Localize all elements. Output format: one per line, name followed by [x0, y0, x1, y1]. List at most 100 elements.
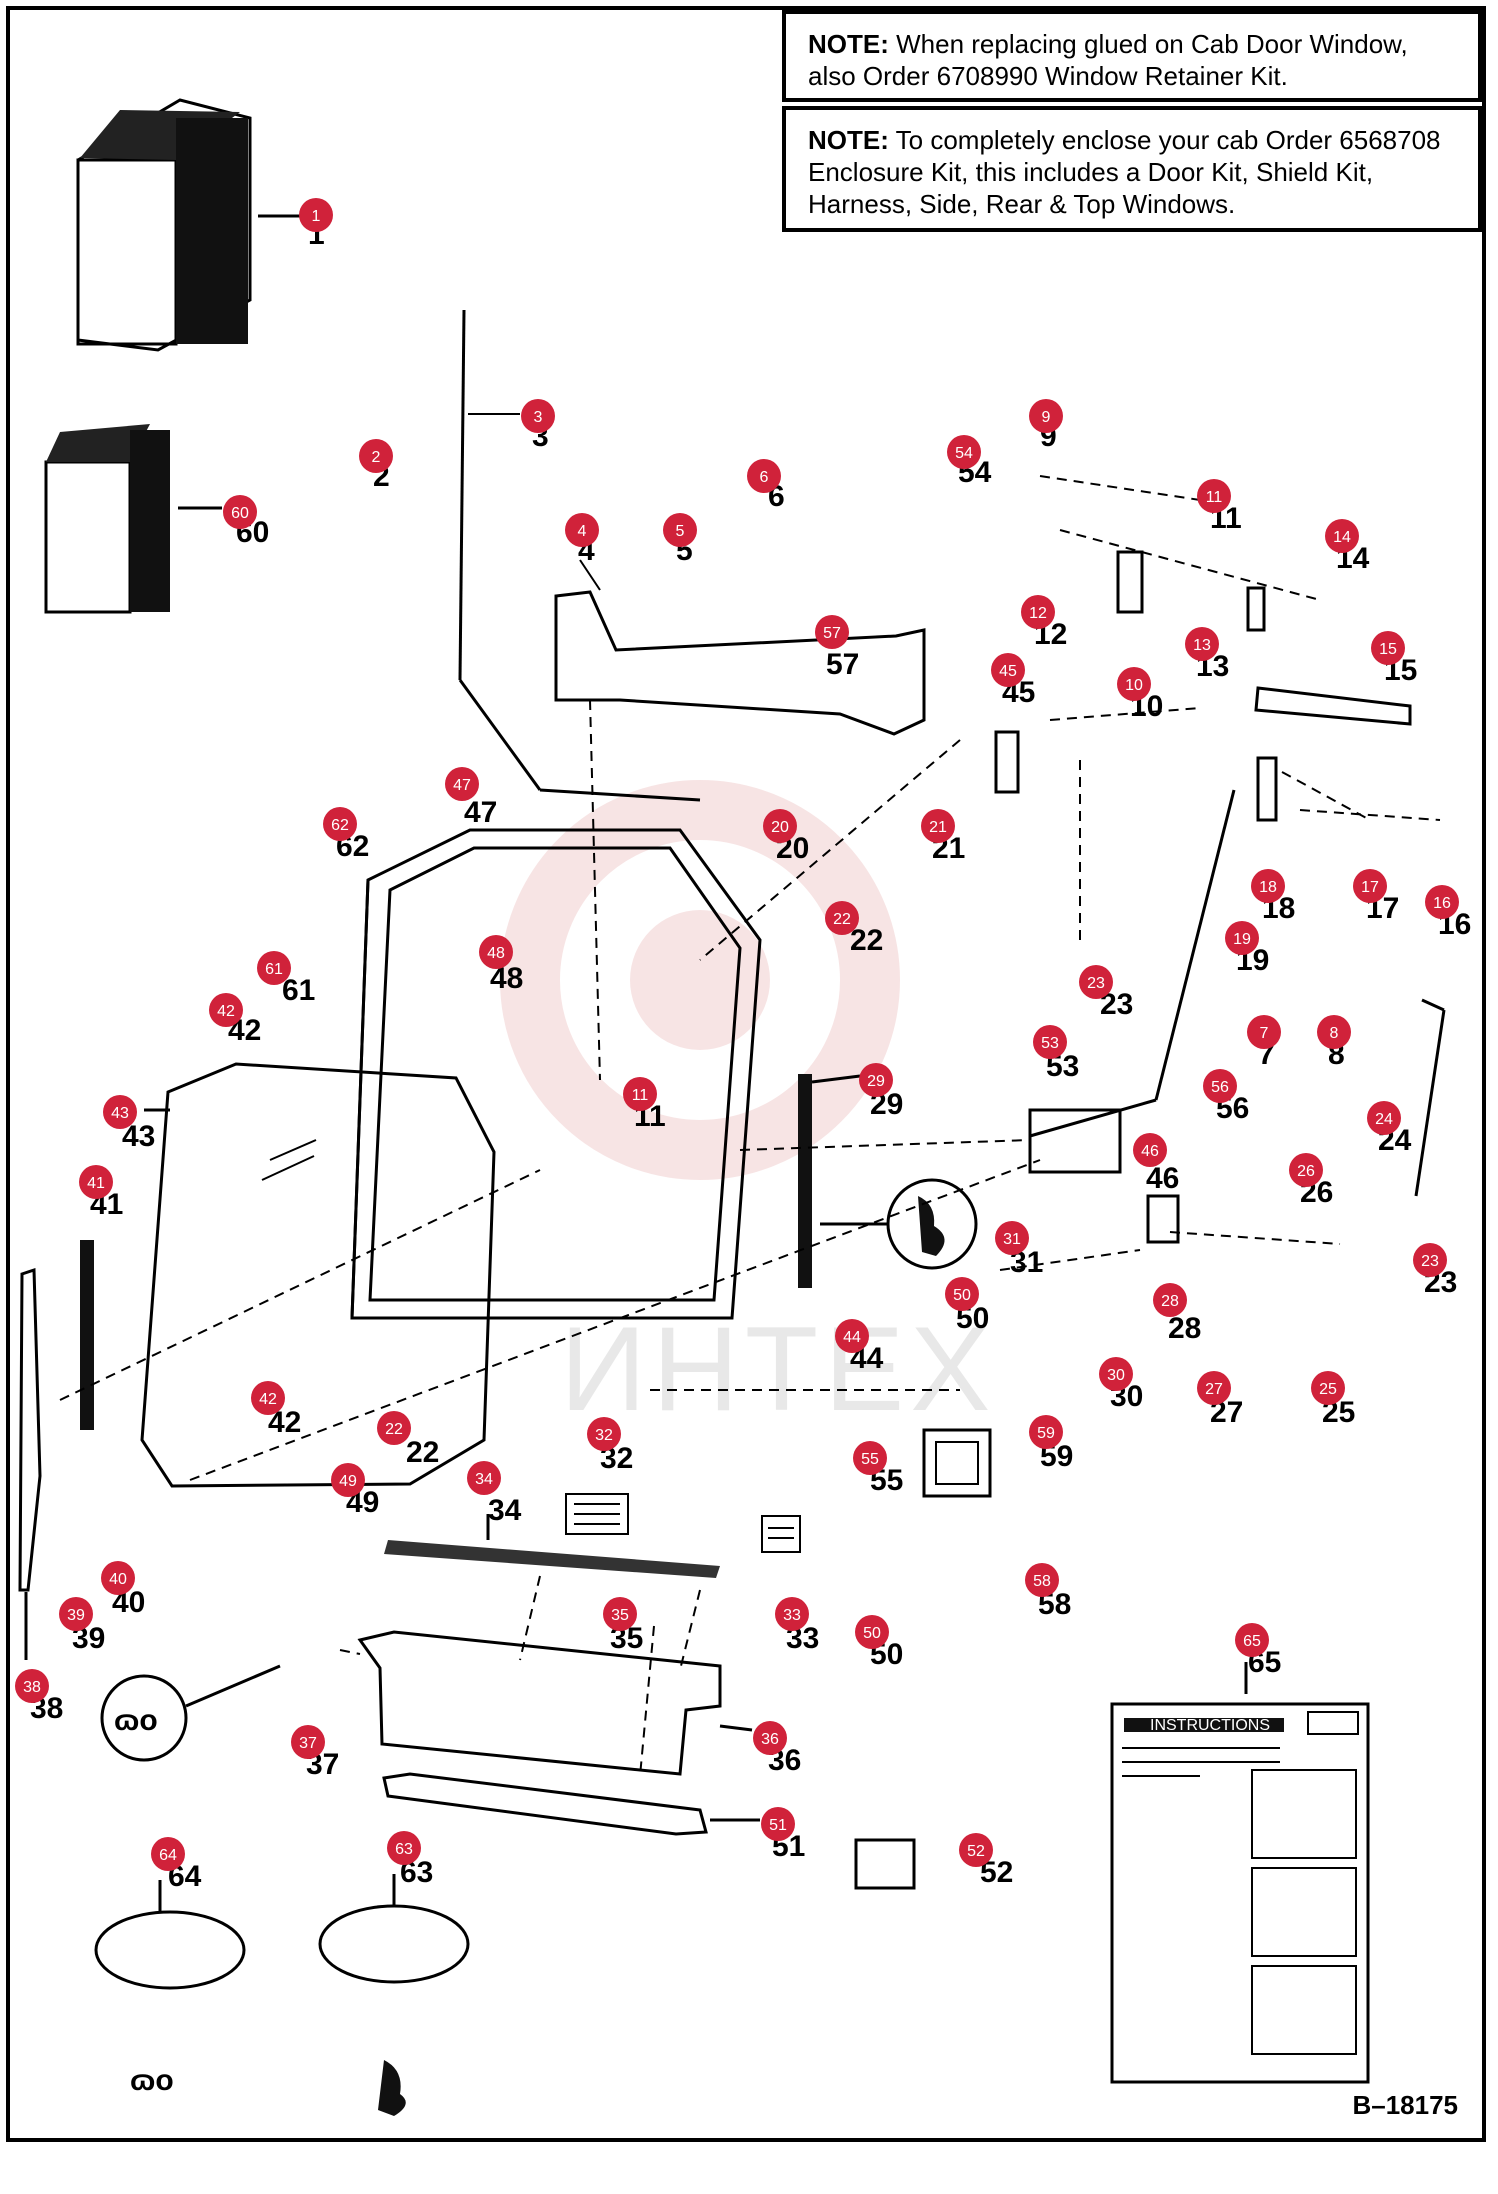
callout-badge	[445, 767, 479, 801]
rod-part-3	[458, 309, 701, 802]
wiper-arm-part-38	[18, 1267, 42, 1660]
note-text: When replacing glued on Cab Door Window,…	[808, 29, 1408, 91]
svg-text:ɷo: ɷo	[130, 2064, 174, 2097]
callout-badge	[59, 1597, 93, 1631]
callout-badge	[1289, 1153, 1323, 1187]
callout-badge-number: 9	[1042, 409, 1051, 426]
callout-badge-number: 17	[1361, 879, 1379, 896]
callout-labels: 1160602233445566575754549911111212454510…	[15, 198, 1471, 1893]
callout-badge	[1311, 1371, 1345, 1405]
callout-badge-number: 23	[1087, 975, 1105, 992]
callout-badge-number: 12	[1029, 605, 1047, 622]
callout-badge	[565, 513, 599, 547]
callout-badge-number: 37	[299, 1735, 317, 1752]
callout-badge-number: 60	[231, 505, 249, 522]
callout-4: 44	[565, 513, 599, 567]
seal-strip-part-29	[798, 1074, 978, 1288]
seal-coil-part-64: ɷo	[94, 1880, 246, 2097]
callout-badge-number: 57	[823, 625, 841, 642]
callout-6: 66	[747, 459, 785, 513]
callout-badge-number: 51	[769, 1817, 787, 1834]
wiper-blade-part-41	[80, 1240, 94, 1430]
door-kit-box-part-60	[44, 424, 222, 614]
callout-badge	[1413, 1243, 1447, 1277]
seal-coil-part-63	[318, 1874, 470, 2116]
callout-badge	[959, 1833, 993, 1867]
callout-badge-number: 47	[453, 777, 471, 794]
callout-badge-number: 20	[771, 819, 789, 836]
callout-badge-number: 53	[1041, 1035, 1059, 1052]
callout-badge-number: 32	[595, 1427, 613, 1444]
callout-badge-number: 10	[1125, 677, 1143, 694]
diagram-frame	[6, 6, 1486, 2142]
callout-badge-number: 49	[339, 1473, 357, 1490]
decal-part-33	[761, 1515, 801, 1553]
callout-number: 22	[850, 924, 883, 957]
callout-badge	[377, 1411, 411, 1445]
callout-badge	[209, 993, 243, 1027]
callout-badge-number: 4	[578, 523, 587, 540]
callout-badge-number: 24	[1375, 1111, 1393, 1128]
watermark-text: ИНТЕХ	[560, 1302, 997, 1436]
watermark-gear	[500, 780, 900, 1180]
callout-badge	[251, 1381, 285, 1415]
callout-badge-number: 15	[1379, 641, 1397, 658]
callout-badge-number: 61	[265, 961, 283, 978]
seal-strip-part-34	[384, 1514, 720, 1578]
callout-badge-number: 22	[385, 1421, 403, 1438]
callout-badge	[1197, 479, 1231, 513]
callout-7: 77	[1247, 1015, 1281, 1071]
callout-badge	[815, 615, 849, 649]
callout-badge-number: 43	[111, 1105, 129, 1122]
callout-number: 57	[826, 648, 859, 681]
callout-badge	[995, 1221, 1029, 1255]
callout-badge	[1185, 627, 1219, 661]
drawing-number: B–18175	[1352, 2090, 1458, 2120]
callout-badge-number: 39	[67, 1607, 85, 1624]
callout-badge-number: 22	[833, 911, 851, 928]
callout-badge-number: 23	[1421, 1253, 1439, 1270]
callout-badge	[1033, 1025, 1067, 1059]
callout-badge-number: 16	[1433, 895, 1451, 912]
callout-badge-number: 35	[611, 1607, 629, 1624]
callout-badge-number: 3	[534, 409, 543, 426]
callout-badge	[1197, 1371, 1231, 1405]
callout-badge	[1225, 921, 1259, 955]
bottom-strip-part-51	[382, 1772, 760, 1836]
lower-panel-part-36	[357, 1630, 753, 1776]
callout-badge	[299, 198, 333, 232]
callout-badge	[753, 1721, 787, 1755]
callout-badge-number: 56	[1211, 1079, 1229, 1096]
callout-badge	[257, 951, 291, 985]
callout-badge	[331, 1463, 365, 1497]
callout-badge-number: 62	[331, 817, 349, 834]
callout-badge	[387, 1831, 421, 1865]
callout-badge-number: 18	[1259, 879, 1277, 896]
